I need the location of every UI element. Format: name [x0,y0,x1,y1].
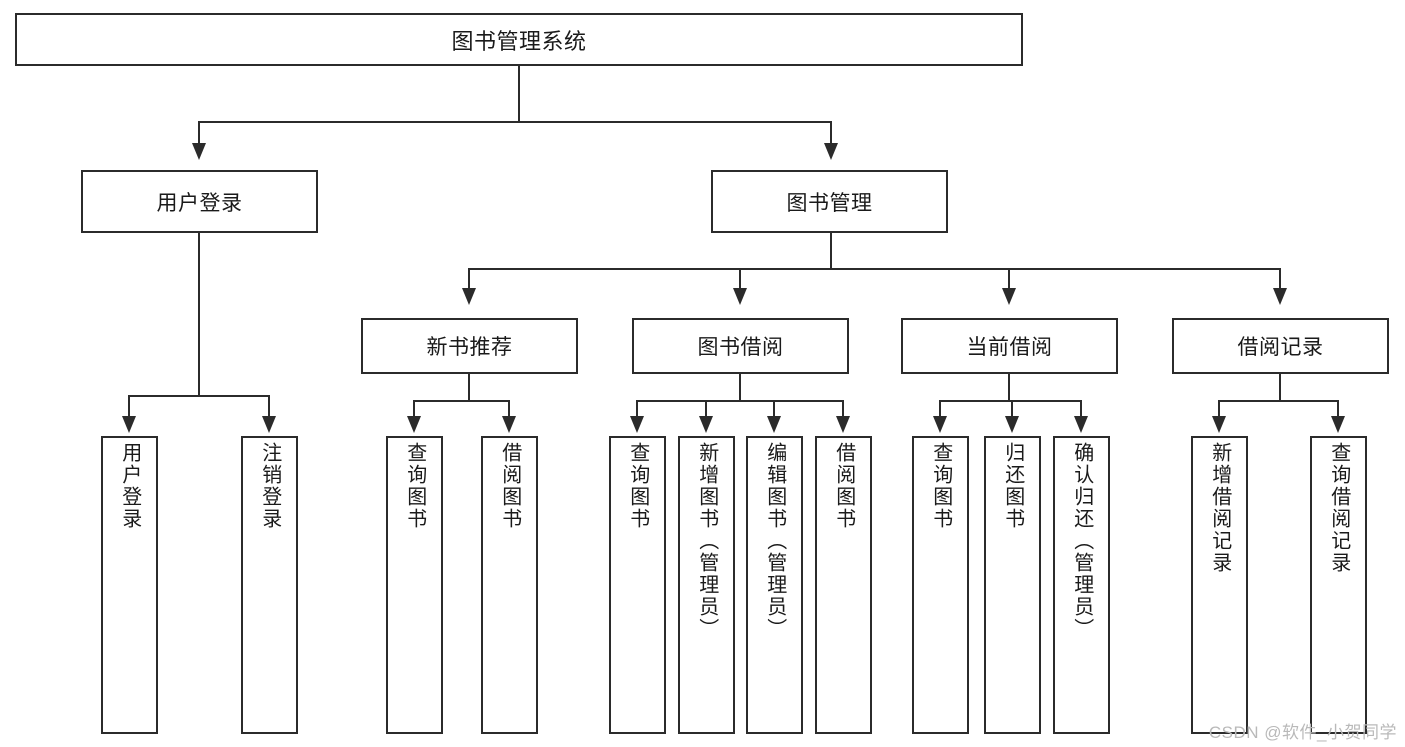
arrow-user-login-to-logout [262,416,276,433]
leaf-record-query-record[interactable]: 查询借阅记录 [1310,436,1367,734]
leaf-new-book-query[interactable]: 查询图书 [386,436,443,734]
leaf-label: 确认归还（管理员） [1070,442,1093,640]
node-book-borrow[interactable]: 图书借阅 [632,318,849,374]
connector-book-management-bus [468,268,1280,270]
arrow-cb-to-return-book [1005,416,1019,433]
connector-br-to-query [1337,400,1339,417]
connector-book-borrow-stem [739,374,741,401]
arrow-cb-to-confirm-return [1074,416,1088,433]
arrow-br-to-add-record [1212,416,1226,433]
connector-current-borrow-bus [939,400,1081,402]
arrow-bb-to-add-book [699,416,713,433]
connector-user-login-right [268,395,270,417]
node-new-book-recommend[interactable]: 新书推荐 [361,318,578,374]
leaf-borrow-borrow-book[interactable]: 借阅图书 [815,436,872,734]
connector-new-book-left [413,400,415,417]
node-label: 图书管理 [786,191,873,215]
leaf-label: 查询借阅记录 [1327,442,1350,574]
leaf-label: 归还图书 [1001,442,1024,530]
connector-new-book-right [508,400,510,417]
leaf-label: 新增图书（管理员） [695,442,718,640]
connector-new-book-stem [468,374,470,401]
connector-br-to-add [1218,400,1220,417]
node-label: 新书推荐 [426,336,513,359]
arrow-user-login-to-login [122,416,136,433]
arrow-br-to-query-record [1331,416,1345,433]
connector-cb-to-query [939,400,941,417]
connector-book-borrow-bus [636,400,844,402]
arrow-bb-to-query-book [630,416,644,433]
connector-borrow-record-bus [1218,400,1338,402]
arrow-new-book-to-borrow [502,416,516,433]
arrow-bm-to-new-book-recommend [462,288,476,305]
arrow-bm-to-current-borrow [1002,288,1016,305]
connector-borrow-record-stem [1279,374,1281,401]
leaf-label: 查询图书 [626,442,649,530]
arrow-bb-to-borrow-book [836,416,850,433]
node-label: 当前借阅 [966,336,1053,359]
leaf-borrow-add-book-admin[interactable]: 新增图书（管理员） [678,436,735,734]
node-borrow-record[interactable]: 借阅记录 [1172,318,1389,374]
connector-bm-to-current-borrow [1008,268,1010,288]
arrow-root-to-user-login [192,143,206,160]
leaf-label: 查询图书 [403,442,426,530]
node-book-management[interactable]: 图书管理 [711,170,948,233]
connector-bm-to-new-book [468,268,470,288]
leaf-user-login-login[interactable]: 用户登录 [101,436,158,734]
connector-root-stem [518,66,520,122]
leaf-user-login-logout[interactable]: 注销登录 [241,436,298,734]
leaf-borrow-query-book[interactable]: 查询图书 [609,436,666,734]
leaf-current-query-book[interactable]: 查询图书 [912,436,969,734]
node-current-borrow[interactable]: 当前借阅 [901,318,1118,374]
connector-current-borrow-stem [1008,374,1010,401]
arrow-root-to-book-management [824,143,838,160]
arrow-new-book-to-query [407,416,421,433]
leaf-label: 用户登录 [118,442,141,530]
connector-user-login-bus [128,395,270,397]
connector-cb-to-return [1011,400,1013,417]
leaf-label: 编辑图书（管理员） [763,442,786,640]
node-label: 借阅记录 [1237,336,1324,359]
leaf-label: 借阅图书 [498,442,521,530]
connector-user-login-left [128,395,130,417]
leaf-new-book-borrow[interactable]: 借阅图书 [481,436,538,734]
connector-bb-to-query [636,400,638,417]
connector-bb-to-add [705,400,707,417]
node-label: 图书管理系统 [451,28,587,54]
arrow-bm-to-borrow-record [1273,288,1287,305]
connector-bm-to-borrow-record [1279,268,1281,288]
connector-book-management-stem [830,233,832,269]
connector-root-bus [198,121,832,123]
connector-root-to-user-login [198,121,200,144]
connector-user-login-stem [198,233,200,396]
leaf-current-confirm-return-admin[interactable]: 确认归还（管理员） [1053,436,1110,734]
connector-bb-to-edit [773,400,775,417]
leaf-borrow-edit-book-admin[interactable]: 编辑图书（管理员） [746,436,803,734]
arrow-cb-to-query-book [933,416,947,433]
node-label: 图书借阅 [697,336,784,359]
connector-cb-to-confirm [1080,400,1082,417]
arrow-bb-to-edit-book [767,416,781,433]
leaf-current-return-book[interactable]: 归还图书 [984,436,1041,734]
arrow-bm-to-book-borrow [733,288,747,305]
connector-root-to-book-management [830,121,832,144]
leaf-record-add-record[interactable]: 新增借阅记录 [1191,436,1248,734]
connector-bm-to-book-borrow [739,268,741,288]
leaf-label: 新增借阅记录 [1208,442,1231,574]
node-user-login[interactable]: 用户登录 [81,170,318,233]
connector-bb-to-borrow [842,400,844,417]
leaf-label: 查询图书 [929,442,952,530]
leaf-label: 借阅图书 [832,442,855,530]
connector-new-book-bus [413,400,510,402]
node-root-book-management-system[interactable]: 图书管理系统 [15,13,1023,66]
leaf-label: 注销登录 [258,442,281,530]
node-label: 用户登录 [156,191,243,215]
